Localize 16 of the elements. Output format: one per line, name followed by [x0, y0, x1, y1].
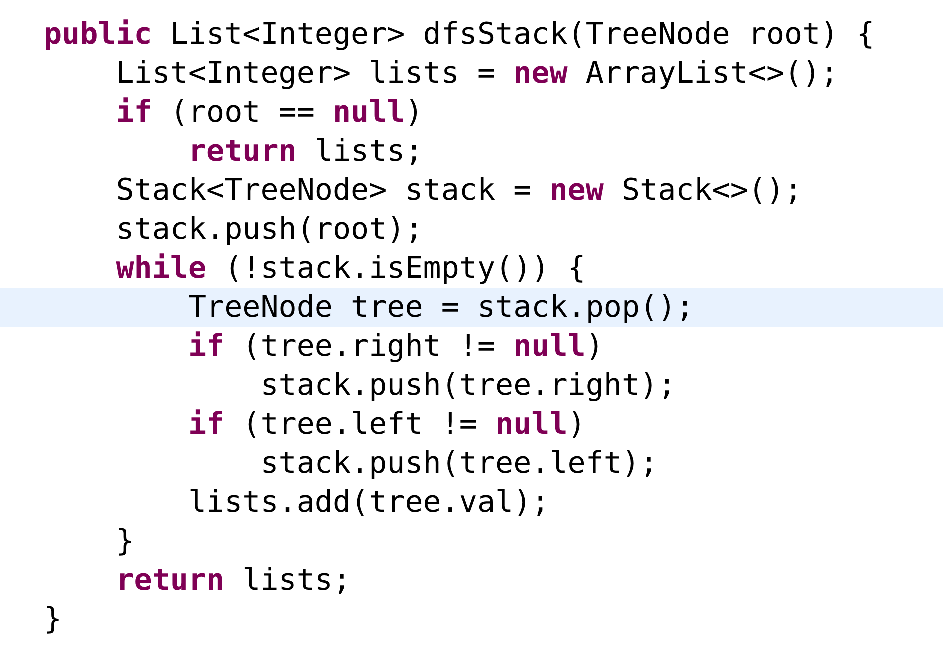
code-line: public List<Integer> dfsStack(TreeNode root) {	[44, 16, 875, 54]
code-line: List<Integer> lists = new ArrayList<>();	[115, 55, 839, 93]
code-line: return lists;	[188, 133, 424, 171]
code-line: if (tree.left != null)	[188, 406, 586, 444]
code-line: stack.push(root);	[115, 211, 424, 249]
code-line: while (!stack.isEmpty()) {	[115, 250, 586, 288]
code-line: Stack<TreeNode> stack = new Stack<>();	[115, 172, 803, 210]
code-line: }	[115, 523, 134, 561]
code-line: TreeNode tree = stack.pop();	[187, 289, 694, 327]
code-line: return lists;	[115, 562, 352, 600]
code-line: stack.push(tree.right);	[260, 367, 676, 405]
code-line: if (tree.right != null)	[188, 328, 604, 366]
code-line: stack.push(tree.left);	[260, 445, 658, 483]
code-line: if (root == null)	[115, 94, 424, 132]
code-line: lists.add(tree.val);	[187, 484, 550, 522]
code-line: }	[44, 601, 62, 639]
